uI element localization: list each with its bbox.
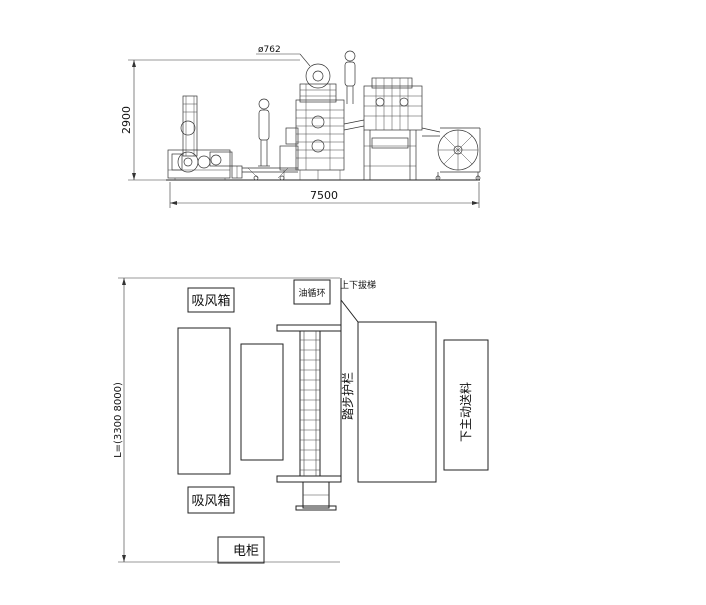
processing-machine: [363, 77, 441, 180]
winding-tower: ø762: [256, 45, 365, 180]
up-down-rack-label: 上下拔梯: [340, 279, 376, 291]
connector-frame: [231, 165, 243, 179]
platform-cart: [242, 167, 298, 181]
electric-cabinet-label: 电柜: [233, 544, 259, 559]
middle-panel: [240, 343, 284, 461]
left-panel: [177, 327, 231, 475]
length-dim-label: 7500: [310, 189, 338, 202]
electric-cabinet: [217, 536, 265, 564]
operator-figure-1: [258, 98, 270, 167]
oil-ring-box: [293, 279, 331, 305]
air-box-bottom-label: 吸风箱: [191, 493, 230, 509]
air-box-top: [187, 287, 235, 313]
conveyor-belt: [276, 324, 342, 511]
operator-figure-2: [344, 50, 356, 104]
plan-length-dimension: L=(3300 8000): [113, 277, 340, 563]
length-dimension: 7500: [169, 182, 480, 208]
diameter-label: ø762: [258, 45, 281, 55]
stair-connector: [340, 299, 359, 323]
plan-length-label: L=(3300 8000): [113, 382, 124, 458]
rewind-roll: [435, 127, 481, 181]
main-frame: [357, 321, 437, 483]
unwinder-machine: [167, 95, 233, 180]
lower-auto-feed-label: 下主动送料: [458, 382, 473, 442]
oil-ring-label: 油循环: [298, 287, 325, 299]
step-guard-label: 踏步护栏: [340, 372, 355, 420]
height-dimension: 2900: [120, 59, 300, 181]
lower-auto-feed-box: [443, 339, 489, 471]
side-view: 2900 7500: [120, 45, 481, 208]
height-dim-label: 2900: [120, 106, 133, 134]
air-box-bottom: [187, 486, 235, 514]
plan-view: L=(3300 8000) 吸风箱 油循环: [113, 277, 489, 564]
air-box-top-label: 吸风箱: [191, 293, 230, 309]
